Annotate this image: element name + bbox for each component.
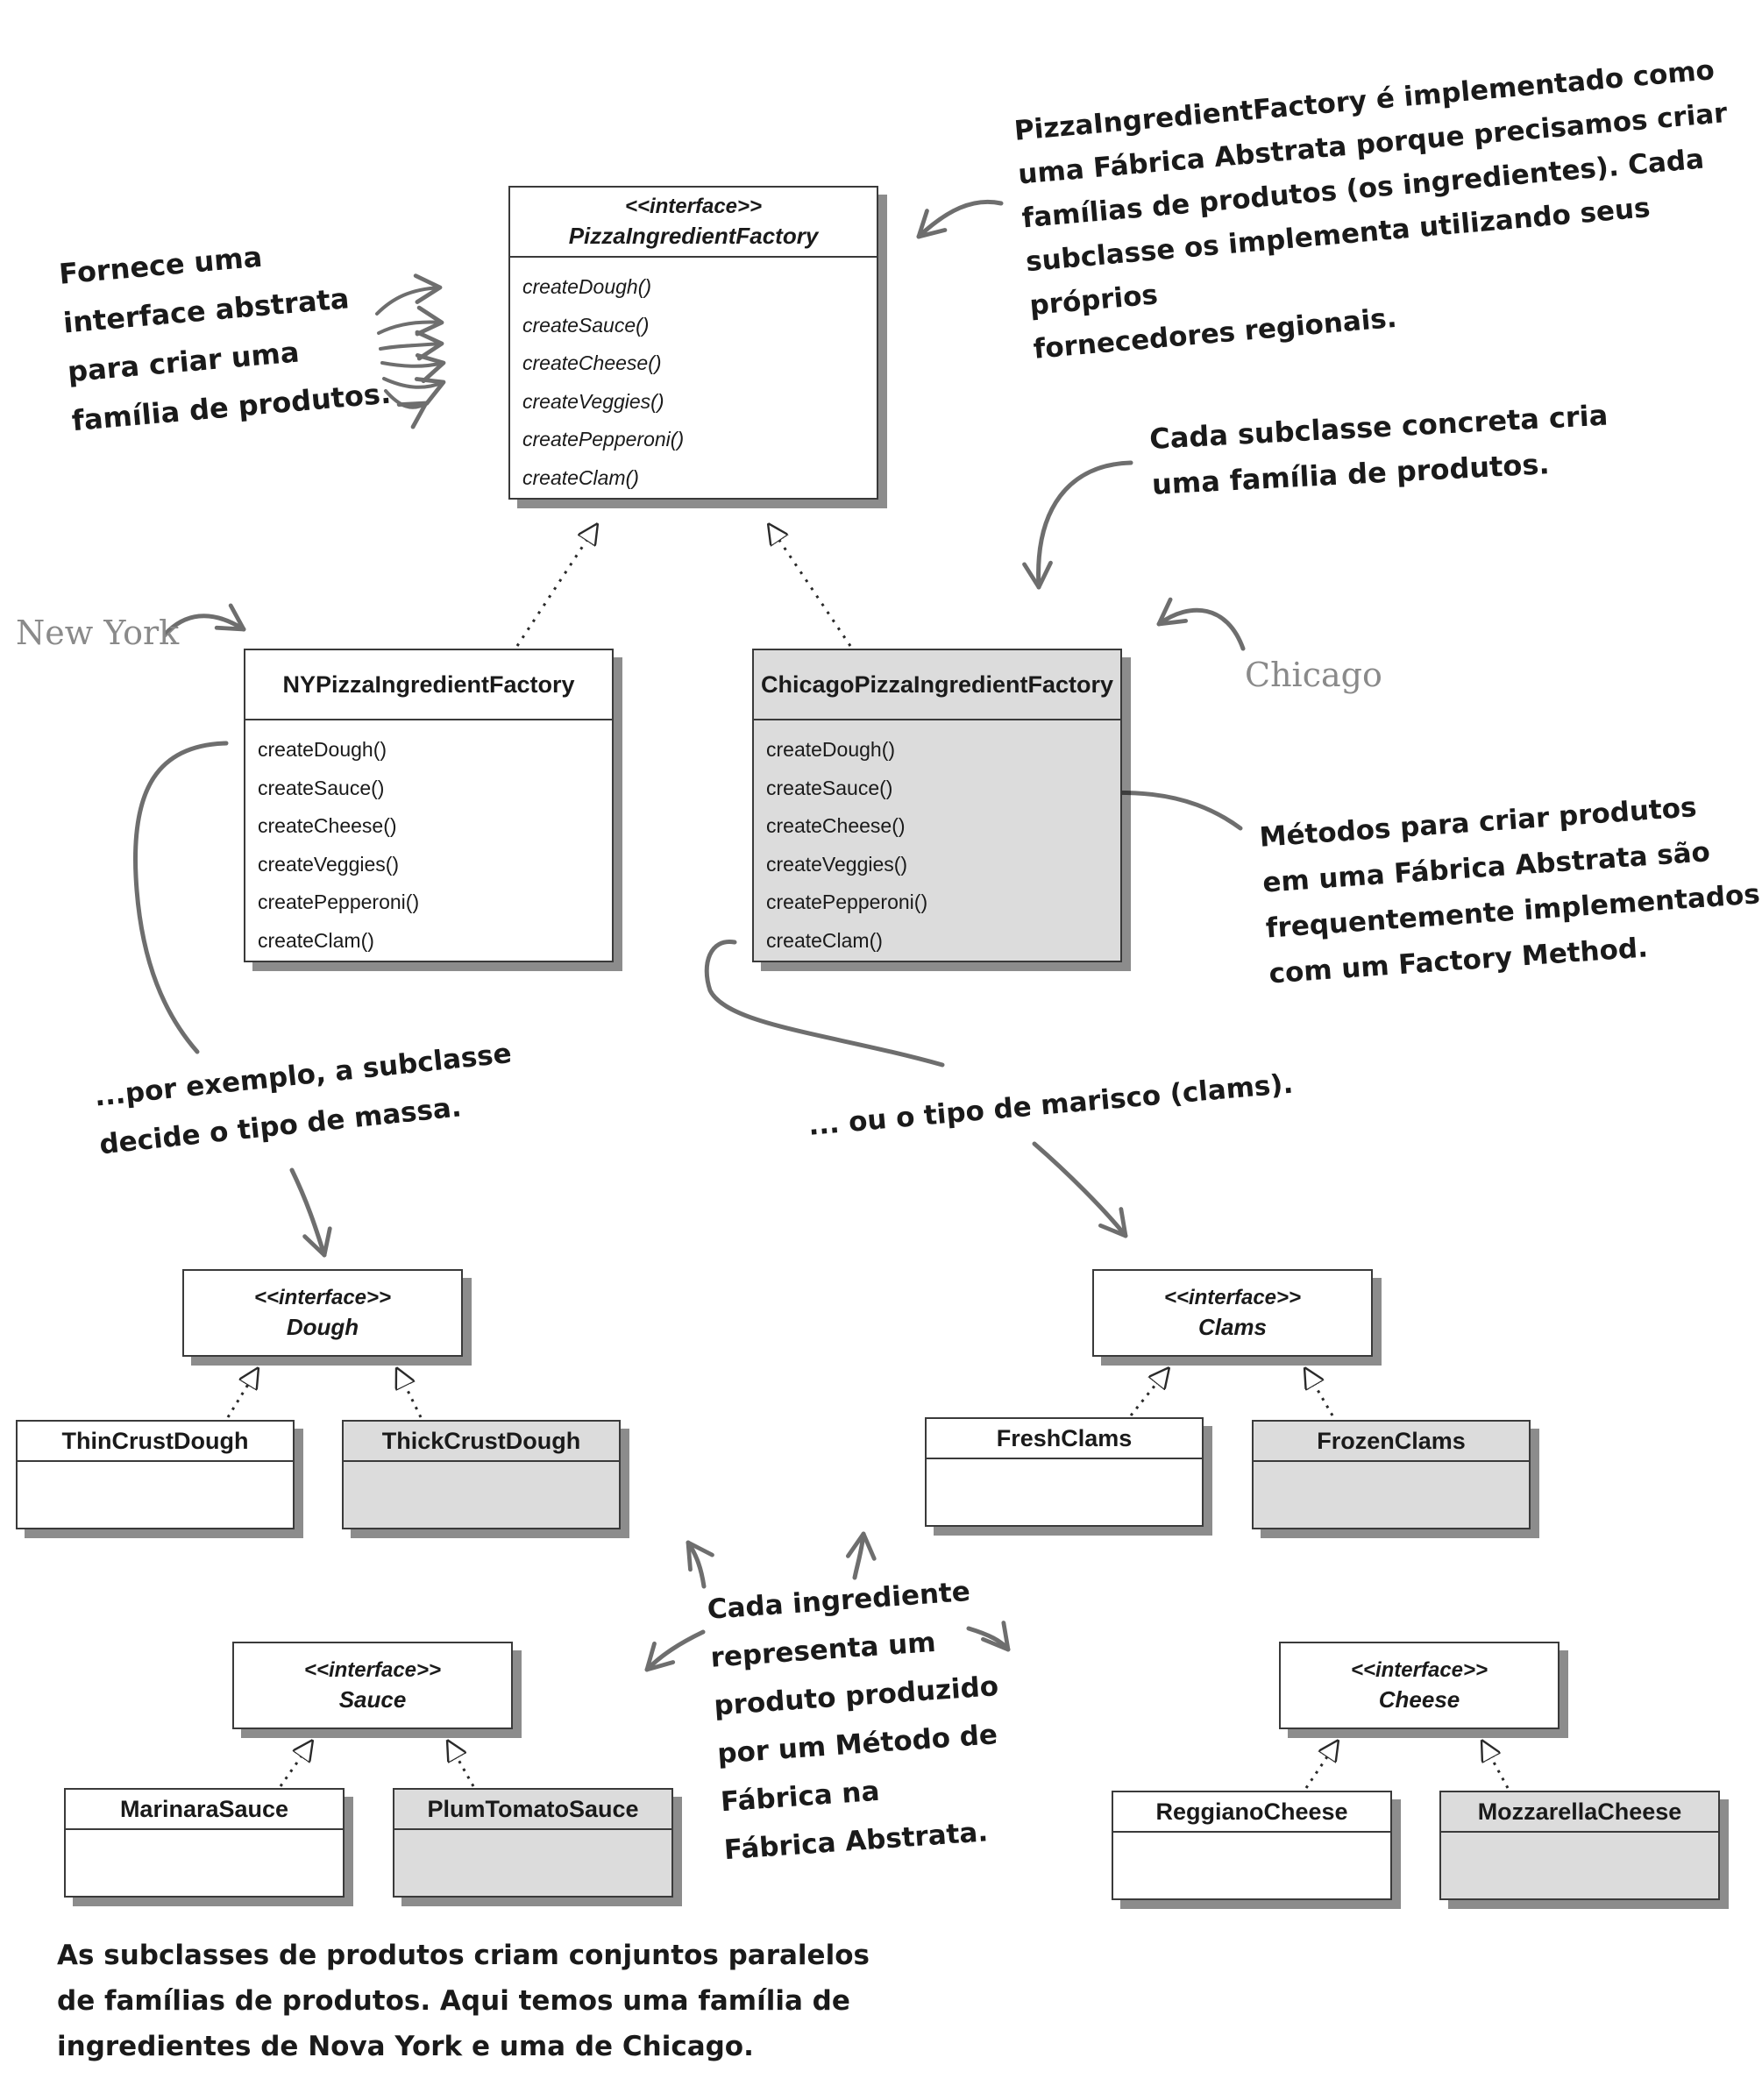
chicago-factory-method: createVeggies() [766,852,908,876]
reggiano-cheese-box: ReggianoCheese [1112,1791,1392,1900]
frozen-clams-name: FrozenClams [1317,1428,1466,1454]
chicago-factory-box: ChicagoPizzaIngredientFactory createDoug… [752,649,1122,962]
abstract-factory-name: PizzaIngredientFactory [568,223,819,249]
plum-tomato-sauce-name: PlumTomatoSauce [427,1796,639,1822]
arrow-new-york [162,603,246,637]
frozen-clams-box: FrozenClams [1252,1420,1531,1529]
marinara-sauce-name: MarinaraSauce [119,1796,289,1822]
mozzarella-cheese-name: MozzarellaCheese [1477,1798,1682,1825]
note-ingredient: Cada ingrediente representa um produto p… [706,1576,1000,1867]
abstract-factory-method: createCheese() [522,351,662,375]
arrow-ingredient-to-clams [845,1531,877,1580]
mozzarella-cheese-box: MozzarellaCheese [1439,1791,1720,1900]
cheese-interface-box: <<interface>> Cheese [1279,1642,1560,1729]
fresh-clams-name: FreshClams [996,1425,1133,1451]
chicago-factory-method: createClam() [766,928,883,952]
ny-factory-box: NYPizzaIngredientFactory createDough() c… [244,649,614,962]
realization-marinara-to-sauce [279,1740,313,1787]
chicago-factory-name: ChicagoPizzaIngredientFactory [760,671,1114,698]
fresh-clams-box: FreshClams [925,1417,1204,1527]
realization-thick-to-dough [396,1367,423,1418]
arrow-dough-link [132,741,229,1054]
abstract-factory-stereotype: <<interface>> [624,195,763,218]
abstract-factory-method: createSauce() [522,313,650,337]
arrow-clams-link [704,940,945,1068]
realization-thin-to-dough [226,1367,259,1418]
marinara-sauce-box: MarinaraSauce [64,1788,345,1898]
arrows-top-left-note [375,273,446,429]
arrow-concrete-note [1022,460,1133,590]
ny-factory-methods: createDough() createSauce() createCheese… [245,720,612,961]
ny-factory-method: createDough() [258,738,387,761]
chicago-factory-methods: createDough() createSauce() createCheese… [754,720,1120,961]
arrow-ingredient-to-sauce [644,1629,706,1672]
thin-crust-dough-name: ThinCrustDough [61,1428,249,1454]
chicago-factory-method: createSauce() [766,776,893,799]
realization-reggiano-to-cheese [1304,1740,1339,1789]
realization-chicago-to-abstract [768,523,852,647]
ny-factory-method: createClam() [258,928,374,952]
arrow-dough-example [289,1167,332,1258]
new-york-label: New York [16,614,180,652]
abstract-factory-method: createVeggies() [522,389,664,413]
ny-factory-method: createVeggies() [258,852,400,876]
dough-interface-box: <<interface>> Dough [182,1269,463,1357]
note-top-left: Fornece uma interface abstrata para cria… [57,239,393,438]
dough-stereotype: <<interface>> [253,1286,392,1309]
abstract-factory-method: createClam() [522,465,639,489]
reggiano-cheese-name: ReggianoCheese [1155,1798,1348,1825]
ny-factory-method: createCheese() [258,814,397,838]
ny-factory-method: createSauce() [258,776,385,799]
ny-factory-method: createPepperoni() [258,890,420,914]
abstract-factory-box: <<interface>> PizzaIngredientFactory cre… [508,186,878,500]
plum-tomato-sauce-box: PlumTomatoSauce [393,1788,673,1898]
clams-interface-box: <<interface>> Clams [1092,1269,1373,1357]
thick-crust-dough-name: ThickCrustDough [381,1428,581,1454]
note-methods: Métodos para criar produtos em uma Fábri… [1258,791,1761,990]
note-bottom: As subclasses de produtos criam conjunto… [57,1940,870,2062]
arrow-clams-example [1032,1141,1128,1238]
cheese-stereotype: <<interface>> [1350,1658,1488,1682]
thick-crust-dough-box: ThickCrustDough [342,1420,621,1529]
clams-stereotype: <<interface>> [1163,1286,1302,1309]
realization-fresh-to-clams [1129,1367,1169,1416]
sauce-interface-box: <<interface>> Sauce [232,1642,513,1729]
abstract-factory-methods: createDough() createSauce() createCheese… [510,258,877,498]
thin-crust-dough-box: ThinCrustDough [16,1420,295,1529]
dough-interface-name: Dough [286,1314,359,1340]
arrow-ingredient-to-cheese [966,1621,1011,1652]
abstract-factory-method: createPepperoni() [522,428,685,451]
sauce-interface-name: Sauce [338,1686,407,1713]
realization-plum-to-sauce [447,1740,475,1787]
realization-mozzarella-to-cheese [1480,1740,1510,1789]
chicago-factory-method: createPepperoni() [766,890,928,914]
chicago-label: Chicago [1245,656,1382,694]
arrow-ingredient-to-dough [686,1540,714,1589]
cheese-interface-name: Cheese [1378,1686,1460,1713]
arrow-top-right-note [916,199,1004,239]
ny-factory-name: NYPizzaIngredientFactory [282,671,575,698]
arrow-chicago [1156,597,1246,651]
realization-ny-to-abstract [515,523,598,647]
chicago-factory-method: createCheese() [766,814,906,838]
sauce-stereotype: <<interface>> [303,1658,442,1682]
realization-frozen-to-clams [1304,1367,1334,1416]
abstract-factory-method: createDough() [522,275,652,298]
clams-interface-name: Clams [1197,1314,1268,1340]
chicago-factory-method: createDough() [766,738,896,761]
